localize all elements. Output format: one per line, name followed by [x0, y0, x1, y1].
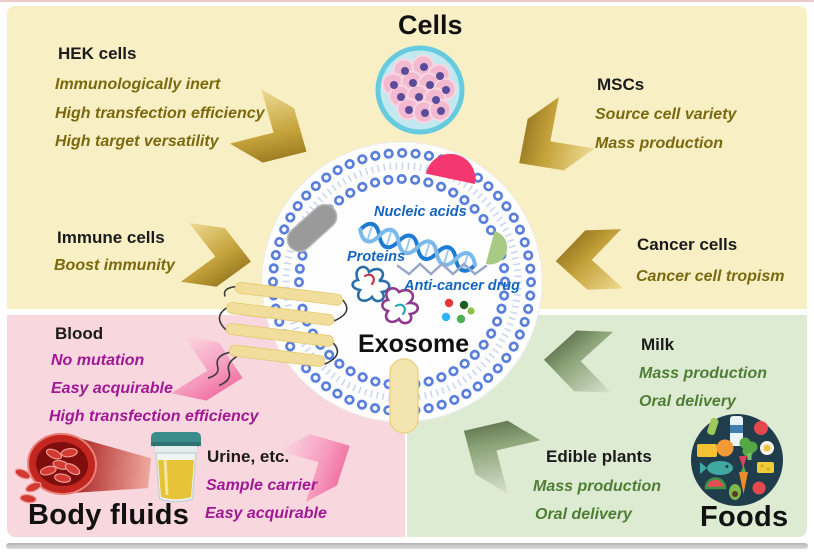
msc-item: Source cell variety — [595, 106, 737, 123]
hek-cells-heading: HEK cells — [58, 44, 137, 63]
body-fluids-section-title: Body fluids — [28, 499, 190, 531]
sirna-zigzag-icon — [396, 262, 488, 276]
urine-item: Sample carrier — [206, 477, 318, 494]
hek-arrow-icon — [229, 89, 323, 179]
edible-item: Mass production — [533, 478, 662, 495]
milk-arrow-icon — [542, 329, 614, 393]
edible-plants-heading: Edible plants — [546, 447, 652, 466]
hek-item: High transfection efficiency — [55, 105, 265, 122]
edible-arrow-icon — [447, 404, 541, 494]
pink-half-disc-protein-icon — [425, 153, 476, 185]
msc-arrow-icon — [501, 97, 595, 189]
gray-capsule-protein-icon — [286, 203, 338, 253]
urine-heading: Urine, etc. — [207, 447, 290, 466]
bottom-shadow-line — [6, 543, 808, 549]
foods-collage-icon — [691, 414, 783, 506]
immune-item: Boost immunity — [54, 257, 175, 274]
fish-shape — [700, 461, 733, 475]
green-half-disc-protein-icon — [485, 231, 508, 265]
foods-section-title: Foods — [700, 501, 789, 533]
yellow-capsule-channel-icon — [389, 358, 419, 434]
edible-item: Oral delivery — [535, 506, 632, 523]
exosome-label: Exosome — [358, 330, 470, 358]
msc-heading: MSCs — [597, 75, 645, 94]
urine-item: Easy acquirable — [205, 505, 327, 522]
cancer-item: Cancer cell tropism — [636, 268, 785, 285]
proteins-label: Proteins — [347, 249, 406, 265]
hek-item: Immunologically inert — [55, 76, 221, 93]
cell-culture-dish-icon — [375, 45, 465, 135]
cells-section-title: Cells — [398, 10, 463, 40]
hek-item: High target versatility — [55, 133, 219, 150]
milk-heading: Milk — [641, 335, 675, 354]
cancer-cells-heading: Cancer cells — [637, 235, 738, 254]
immune-arrow-icon — [180, 222, 256, 292]
dna-helix-icon — [358, 221, 478, 273]
nucleic-acids-label: Nucleic acids — [374, 204, 467, 220]
cancer-arrow-icon — [554, 229, 624, 291]
protein-ribbon-icon — [351, 265, 420, 325]
msc-item: Mass production — [595, 135, 724, 152]
milk-item: Mass production — [639, 365, 768, 382]
top-edge-line — [0, 0, 814, 2]
exosome-vesicle — [207, 141, 543, 434]
immune-cells-heading: Immune cells — [57, 228, 165, 247]
milk-item: Oral delivery — [639, 393, 736, 410]
blood-heading: Blood — [55, 324, 104, 343]
blood-vessel-icon — [14, 432, 152, 504]
urine-sample-cup-icon — [151, 432, 201, 503]
blood-item: No mutation — [51, 352, 145, 369]
transmembrane-protein-icon — [207, 281, 348, 387]
blood-item: Easy acquirable — [51, 380, 173, 397]
blood-item: High transfection efficiency — [49, 408, 259, 425]
drug-molecule-dots-icon — [441, 298, 475, 324]
anti-cancer-drug-label: Anti-cancer drug — [404, 278, 521, 294]
